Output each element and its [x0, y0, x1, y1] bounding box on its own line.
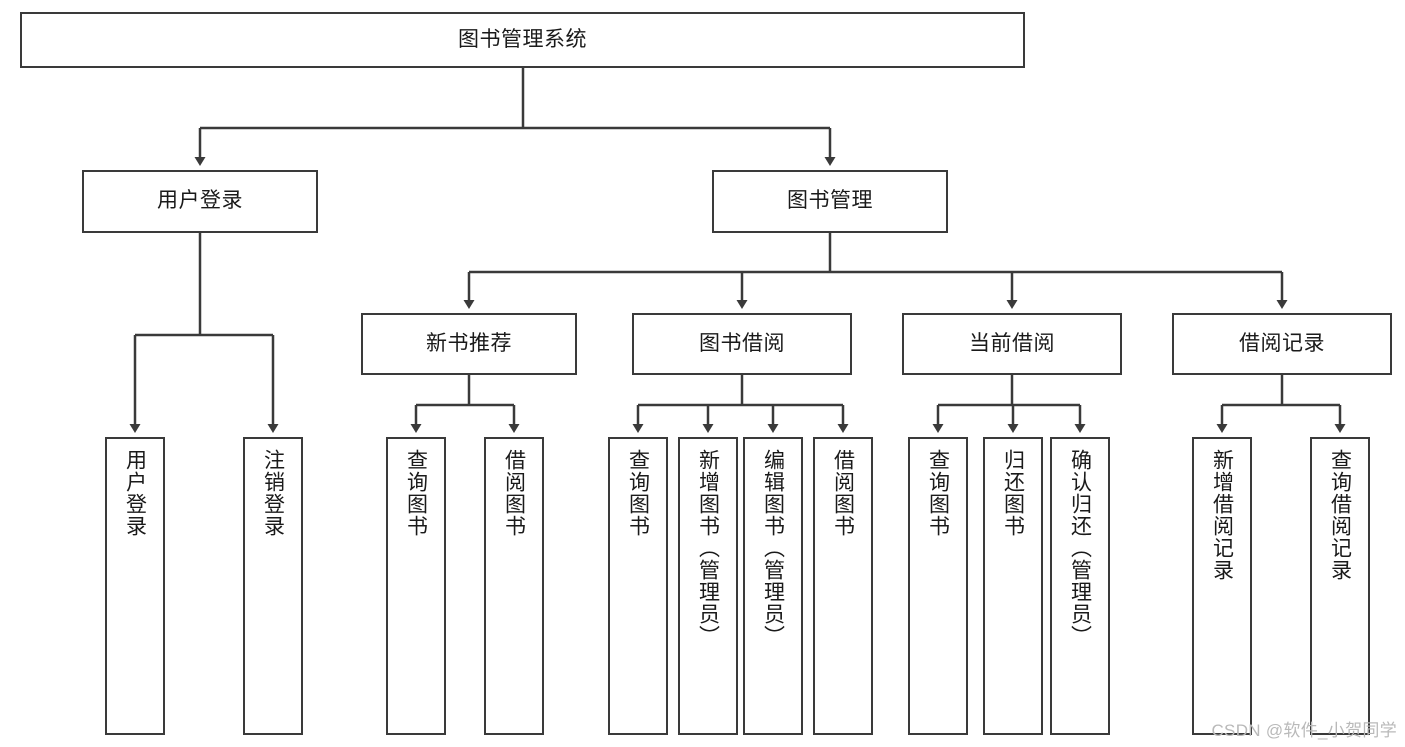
node-user-login[interactable]: 用户登录 — [82, 170, 318, 233]
node-leaf-confirm-return[interactable]: 确认归还（管理员） — [1050, 437, 1110, 735]
node-leaf-borrow-book-2[interactable]: 借阅图书 — [813, 437, 873, 735]
node-root-system[interactable]: 图书管理系统 — [20, 12, 1025, 68]
node-label: 查询图书 — [626, 449, 650, 537]
node-leaf-logout[interactable]: 注销登录 — [243, 437, 303, 735]
node-current-borrow[interactable]: 当前借阅 — [902, 313, 1122, 375]
node-label: 图书管理 — [787, 189, 873, 213]
node-borrow-record[interactable]: 借阅记录 — [1172, 313, 1392, 375]
node-label: 借阅图书 — [831, 449, 855, 537]
node-label: 归还图书 — [1001, 449, 1025, 537]
node-label: 查询借阅记录 — [1328, 449, 1352, 581]
node-label: 借阅记录 — [1239, 331, 1325, 355]
node-leaf-add-record[interactable]: 新增借阅记录 — [1192, 437, 1252, 735]
node-label: 借阅图书 — [502, 449, 526, 537]
node-book-borrow[interactable]: 图书借阅 — [632, 313, 852, 375]
node-label: 确认归还（管理员） — [1068, 449, 1092, 647]
node-leaf-borrow-book-1[interactable]: 借阅图书 — [484, 437, 544, 735]
node-label: 新增借阅记录 — [1210, 449, 1234, 581]
node-label: 用户登录 — [123, 449, 147, 537]
node-label: 用户登录 — [157, 189, 243, 213]
node-label: 新增图书（管理员） — [696, 449, 720, 647]
node-label: 查询图书 — [926, 449, 950, 537]
node-leaf-query-book-1[interactable]: 查询图书 — [386, 437, 446, 735]
node-leaf-user-login[interactable]: 用户登录 — [105, 437, 165, 735]
node-leaf-add-book[interactable]: 新增图书（管理员） — [678, 437, 738, 735]
node-label: 当前借阅 — [969, 331, 1055, 355]
node-label: 图书管理系统 — [458, 27, 587, 51]
node-leaf-return-book[interactable]: 归还图书 — [983, 437, 1043, 735]
node-leaf-query-book-3[interactable]: 查询图书 — [908, 437, 968, 735]
node-label: 编辑图书（管理员） — [761, 449, 785, 647]
node-leaf-query-record[interactable]: 查询借阅记录 — [1310, 437, 1370, 735]
node-new-book-rec[interactable]: 新书推荐 — [361, 313, 577, 375]
node-leaf-query-book-2[interactable]: 查询图书 — [608, 437, 668, 735]
node-book-manage[interactable]: 图书管理 — [712, 170, 948, 233]
node-label: 查询图书 — [404, 449, 428, 537]
node-label: 注销登录 — [261, 449, 285, 537]
node-label: 新书推荐 — [426, 331, 512, 355]
node-leaf-edit-book[interactable]: 编辑图书（管理员） — [743, 437, 803, 735]
node-label: 图书借阅 — [699, 331, 785, 355]
watermark-text: CSDN @软件_小贺同学 — [1211, 721, 1397, 740]
